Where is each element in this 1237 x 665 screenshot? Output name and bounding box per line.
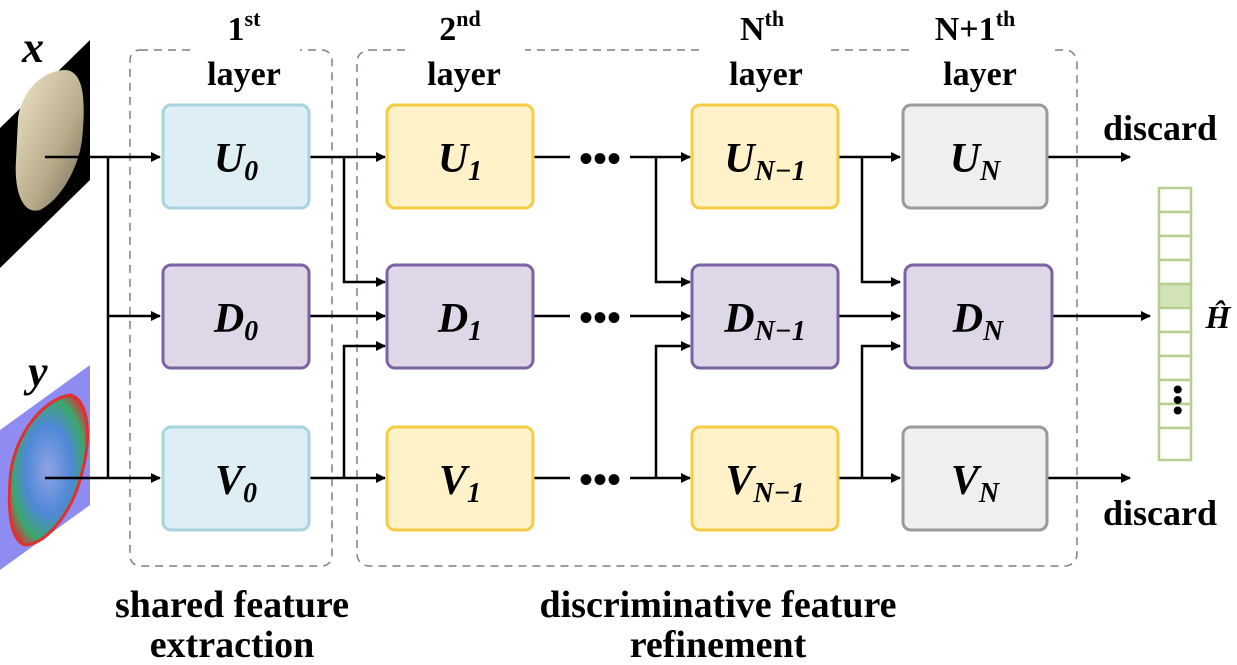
output-vector <box>1157 186 1193 462</box>
vector-dots: ••• <box>1161 384 1194 416</box>
box-dn: DN <box>903 263 1054 370</box>
box-vn1: VN−1 <box>690 425 840 532</box>
ellipsis-top: ••• <box>579 136 621 181</box>
box-v1: V1 <box>385 425 535 532</box>
header-layer2-word: layer <box>427 56 501 93</box>
svg-text:DN−1: DN−1 <box>723 296 806 347</box>
svg-text:VN−1: VN−1 <box>725 458 804 509</box>
header-layer2: 2nd <box>439 6 480 48</box>
svg-text:U1: U1 <box>438 136 482 187</box>
ellipsis-bottom: ••• <box>579 457 621 502</box>
header-layerN1: N+1th <box>935 6 1016 48</box>
input-x-label: x <box>21 23 44 72</box>
header-layerN1-word: layer <box>943 56 1017 93</box>
box-u0: U0 <box>161 103 311 210</box>
caption-shared-line2: extraction <box>150 624 315 665</box>
svg-text:VN: VN <box>951 458 1001 509</box>
connector-lines <box>45 152 1151 483</box>
box-un1: UN−1 <box>690 103 840 210</box>
svg-text:UN: UN <box>950 136 1002 187</box>
svg-text:DN: DN <box>952 296 1005 347</box>
header-layer1-word: layer <box>207 56 281 93</box>
box-d1: D1 <box>385 263 535 370</box>
svg-text:U0: U0 <box>214 136 258 187</box>
header-layer1: 1st <box>228 6 262 48</box>
svg-text:UN−1: UN−1 <box>724 136 806 187</box>
caption-shared-line1: shared feature <box>115 584 349 626</box>
header-layerN: Nth <box>740 6 784 48</box>
h-hat-label: Ĥ <box>1205 299 1232 335</box>
box-vn: VN <box>901 425 1049 532</box>
svg-text:D1: D1 <box>437 296 482 347</box>
caption-refine-line2: refinement <box>630 624 807 665</box>
input-image-x <box>0 40 90 268</box>
refinement-group <box>356 49 1078 567</box>
caption-refine-line1: discriminative feature <box>539 584 896 626</box>
ellipsis-middle: ••• <box>579 295 621 340</box>
svg-text:V1: V1 <box>439 458 481 509</box>
svg-text:V0: V0 <box>215 458 257 509</box>
box-u1: U1 <box>385 103 535 210</box>
box-un: UN <box>901 103 1049 210</box>
box-v0: V0 <box>161 425 311 532</box>
discard-bottom-label: discard <box>1103 493 1217 533</box>
svg-text:D0: D0 <box>213 296 258 347</box>
input-y-label: y <box>23 347 48 396</box>
header-layerN-word: layer <box>729 56 803 93</box>
discard-top-label: discard <box>1103 108 1217 148</box>
box-d0: D0 <box>161 263 311 370</box>
box-dn1: DN−1 <box>690 263 840 370</box>
input-image-y <box>0 365 90 570</box>
